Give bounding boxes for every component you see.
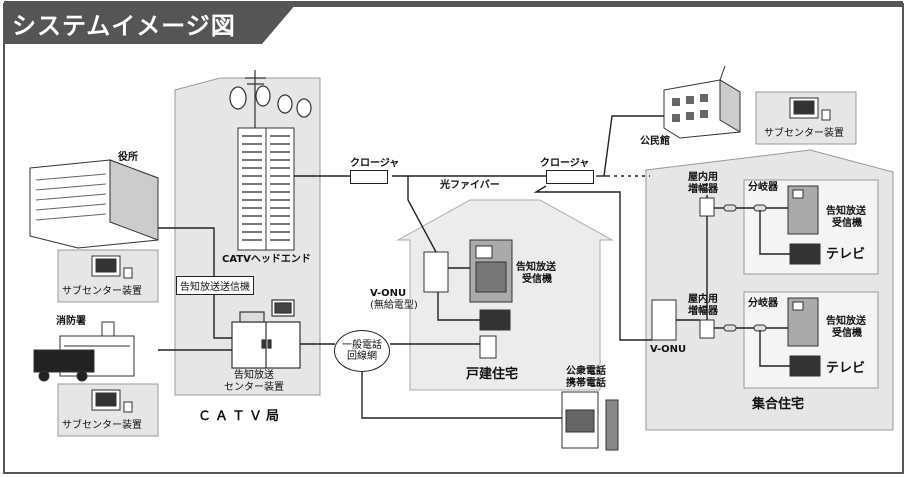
catv-station-label: ＣＡＴＶ局	[198, 409, 284, 424]
closure-label-1: クロージャ	[350, 158, 400, 169]
amplifier-icon	[699, 197, 715, 339]
tv-label-1: テレビ	[826, 247, 866, 262]
fire-station-building	[33, 321, 135, 382]
sub-center-label-3: サブセンター装置	[764, 128, 844, 139]
receiver-label-2a: 告知放送	[826, 206, 866, 217]
announcement-transmitter-label: 告知放送送信機	[176, 276, 254, 295]
receiver-icon	[469, 185, 819, 347]
telephone-network-label-2: 回線網	[347, 351, 377, 362]
optical-fiber-label: 光ファイバー	[440, 180, 500, 191]
center-equipment	[231, 299, 301, 369]
page-title: システムイメージ図	[12, 12, 236, 40]
city-hall-label: 役所	[118, 152, 138, 163]
center-equipment-label-2: センター装置	[224, 382, 284, 393]
antenna-icon	[229, 70, 312, 128]
catv-headend-equipment	[237, 127, 295, 251]
receiver-label-3b: 受信機	[832, 328, 862, 339]
connection-lines	[158, 115, 790, 419]
closure-box-1	[350, 170, 388, 184]
city-hall-building	[29, 159, 159, 249]
sub-center-label-1: サブセンター装置	[62, 286, 142, 297]
vonu-device-icon	[423, 251, 677, 341]
amplifier-label-2b: 増幅器	[688, 306, 718, 317]
amplifier-label-2a: 屋内用	[688, 294, 718, 305]
mobile-phone-label: 携帯電話	[566, 378, 606, 389]
community-hall-label: 公民館	[640, 136, 670, 147]
receiver-label-3a: 告知放送	[826, 316, 866, 327]
title-tab	[4, 4, 296, 44]
detached-house-label: 戸建住宅	[466, 367, 519, 382]
amplifier-label-1b: 増幅器	[688, 184, 718, 195]
payphone-icon	[479, 335, 619, 451]
payphone-label: 公衆電話	[566, 366, 606, 377]
monitor-icon	[789, 97, 831, 121]
closure-box-2	[546, 170, 594, 184]
apartment-label: 集合住宅	[752, 397, 805, 412]
monitor-icon	[91, 255, 133, 413]
closure-label-2: クロージャ	[540, 158, 590, 169]
vonu-label-2: V-ONU	[650, 344, 687, 355]
telephone-network-label-1: 一般電話	[342, 339, 382, 351]
amplifier-label-1a: 屋内用	[688, 172, 718, 183]
receiver-label-1b: 受信機	[522, 274, 552, 285]
catv-headend-label: CATVヘッドエンド	[222, 254, 311, 265]
splitter-label-1: 分岐器	[748, 182, 778, 193]
splitter-label-2: 分岐器	[748, 298, 778, 309]
receiver-label-2b: 受信機	[832, 218, 862, 229]
sub-center-label-2: サブセンター装置	[62, 420, 142, 431]
receiver-label-1a: 告知放送	[516, 262, 556, 273]
vonu-sub-label-1: (無給電型)	[370, 300, 418, 311]
center-equipment-label-1: 告知放送	[234, 370, 274, 381]
community-hall-building	[663, 65, 741, 139]
fire-station-label: 消防署	[56, 316, 86, 327]
vonu-label-1: V-ONU	[370, 288, 407, 299]
telephone-network-oval: 一般電話回線網	[334, 330, 390, 372]
tv-label-2: テレビ	[826, 361, 866, 376]
